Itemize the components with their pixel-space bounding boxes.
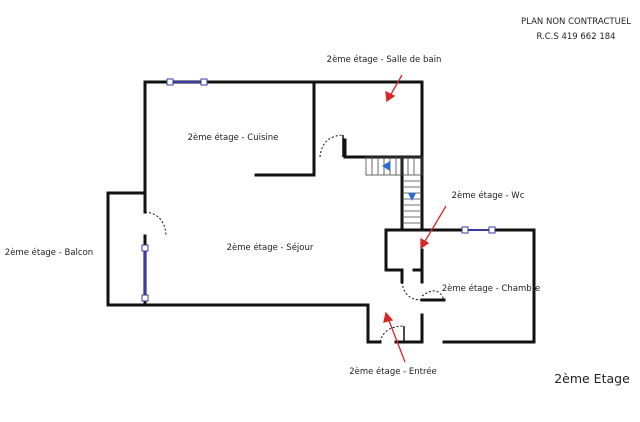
plan-disclaimer: PLAN NON CONTRACTUEL	[521, 17, 631, 27]
room-label-sejour: 2ème étage - Séjour	[227, 242, 314, 253]
room-label-wc: 2ème étage - Wc	[452, 190, 525, 201]
door-chambre	[421, 290, 445, 301]
windows	[141, 78, 496, 302]
door-balcony	[144, 211, 167, 237]
room-label-cuisine: 2ème étage - Cuisine	[188, 132, 279, 143]
rcs-number: R.C.S 419 662 184	[536, 32, 615, 42]
room-label-chambre: 2ème étage - Chambre	[442, 283, 540, 294]
pointer-arrows	[383, 74, 447, 363]
stair-direction-arrows	[382, 161, 416, 201]
walls	[106, 80, 536, 344]
door-wc	[401, 281, 423, 301]
room-label-salle-de-bain: 2ème étage - Salle de bain	[327, 54, 442, 65]
room-label-balcon: 2ème étage - Balcon	[5, 247, 93, 258]
door-entree	[379, 325, 405, 343]
floor-label: 2ème Etage	[554, 371, 630, 386]
doors	[144, 134, 445, 343]
room-label-entree: 2ème étage - Entrée	[349, 366, 437, 377]
door-kitchen	[319, 134, 344, 158]
staircase	[365, 156, 423, 224]
